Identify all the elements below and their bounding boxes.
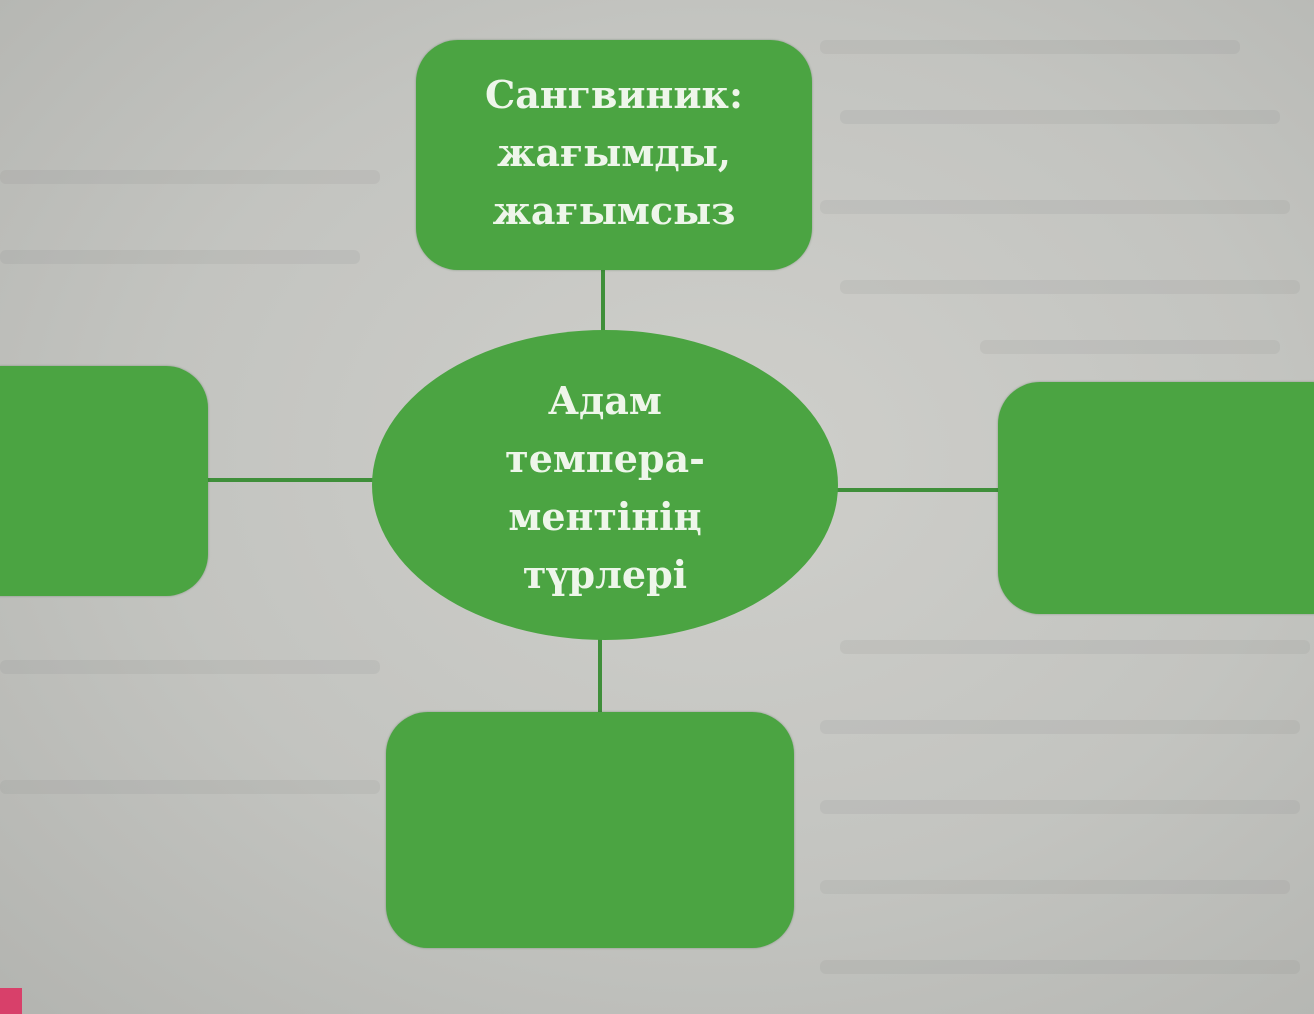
background-text-line bbox=[820, 800, 1300, 814]
background-text-line bbox=[820, 880, 1290, 894]
background-text-line bbox=[820, 200, 1290, 214]
center-ellipse-text: Адам темпера- ментінің түрлері bbox=[372, 372, 838, 604]
background-text-line bbox=[820, 720, 1300, 734]
top-box-line: Сангвиник: bbox=[484, 72, 744, 117]
background-text-line bbox=[0, 250, 360, 264]
center-line: ментінің bbox=[508, 494, 702, 539]
background-text-line bbox=[980, 340, 1280, 354]
top-box-line: жағымсыз bbox=[492, 188, 736, 233]
center-line: темпера- bbox=[505, 436, 705, 481]
temperament-box-bottom bbox=[386, 712, 794, 948]
page-edge-marker bbox=[0, 988, 22, 1014]
connector-top bbox=[601, 268, 605, 334]
background-text-line bbox=[0, 170, 380, 184]
center-ellipse: Адам темпера- ментінің түрлері bbox=[372, 330, 838, 640]
temperament-box-top-text: Сангвиник: жағымды, жағымсыз bbox=[416, 66, 812, 240]
connector-bottom bbox=[598, 636, 602, 716]
connector-right bbox=[834, 488, 1004, 492]
background-text-line bbox=[0, 780, 380, 794]
temperament-box-left bbox=[0, 366, 208, 596]
center-line: түрлері bbox=[522, 552, 688, 597]
background-text-line bbox=[840, 110, 1280, 124]
top-box-line: жағымды, bbox=[496, 130, 732, 175]
center-line: Адам bbox=[548, 378, 662, 423]
background-text-line bbox=[820, 40, 1240, 54]
background-text-line bbox=[0, 660, 380, 674]
temperament-box-top: Сангвиник: жағымды, жағымсыз bbox=[416, 40, 812, 270]
background-text-line bbox=[820, 960, 1300, 974]
background-text-line bbox=[840, 280, 1300, 294]
temperament-box-right bbox=[998, 382, 1314, 614]
connector-left bbox=[206, 478, 376, 482]
background-text-line bbox=[840, 640, 1310, 654]
